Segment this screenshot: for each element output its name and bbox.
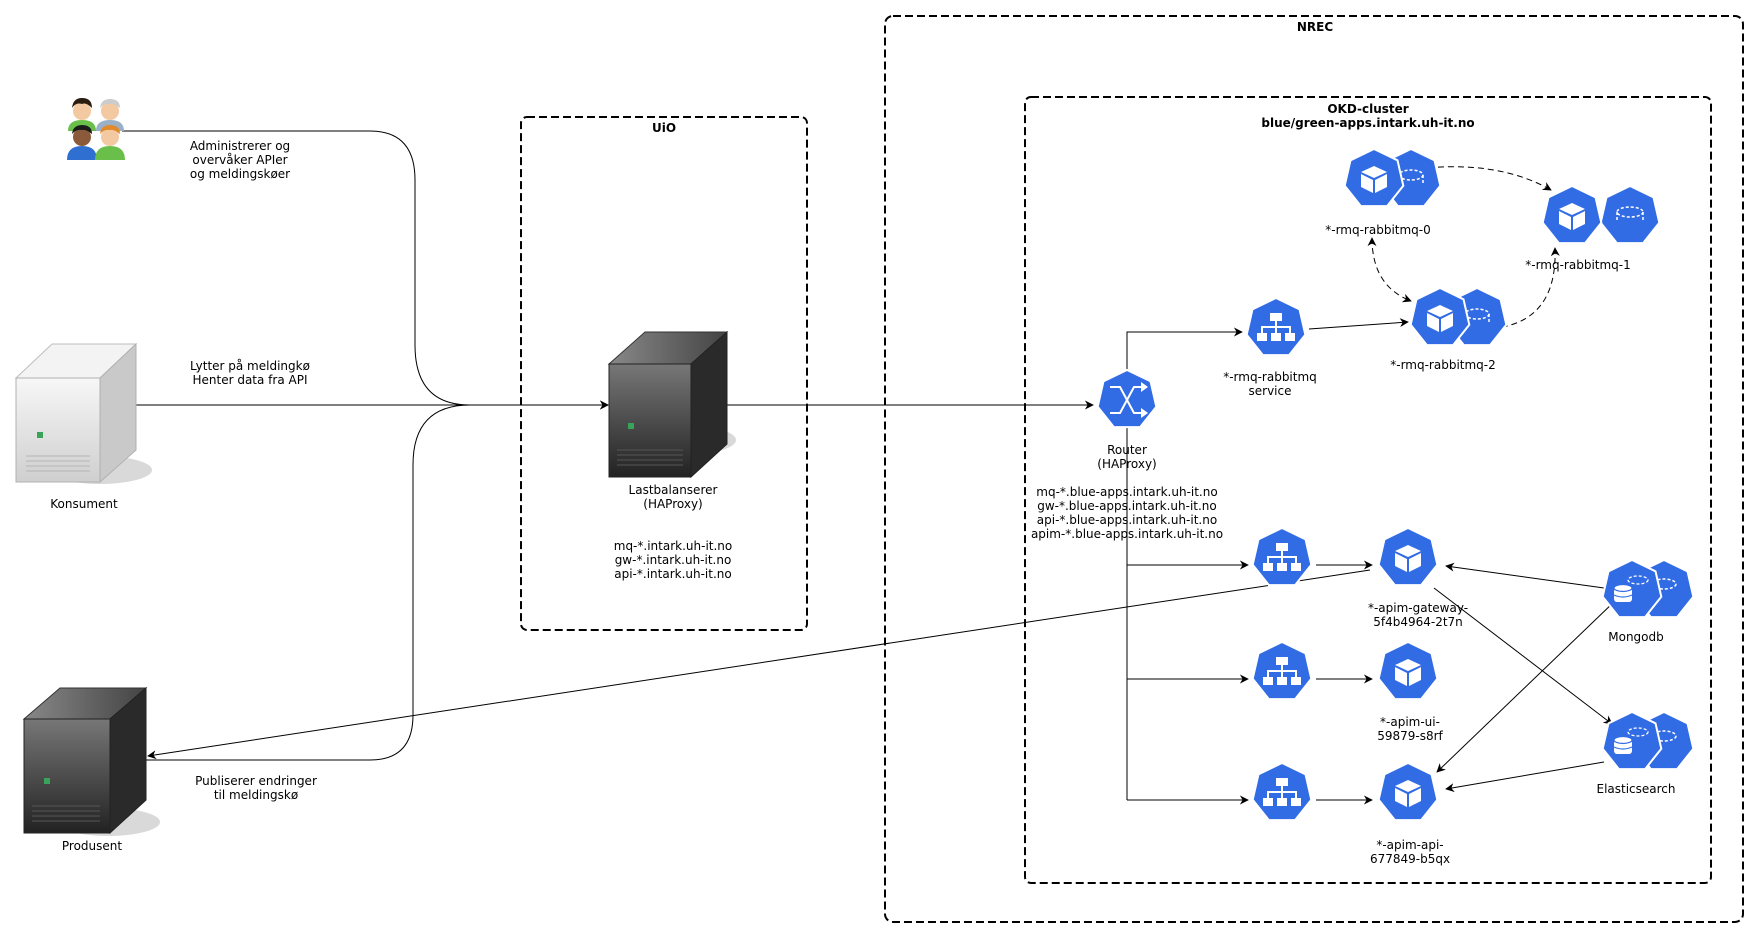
rabbit1-pod-icon [1541,184,1661,245]
okd-cluster-domain: blue/green-apps.intark.uh-it.no [1261,116,1474,130]
api-pod-icon [1377,761,1439,822]
edge-rmq-service-to-rabbit2 [1308,318,1409,330]
edge-users-to-lb [122,130,609,410]
mongodb-label: Mongodb [1608,630,1664,644]
rabbit0-label: *-rmq-rabbitmq-0 [1325,223,1431,237]
produsent-note-line-2: til meldingskø [214,788,298,802]
router-host-2: gw-*.blue-apps.intark.uh-it.no [1037,499,1217,513]
router-host-1: mq-*.blue-apps.intark.uh-it.no [1036,485,1217,499]
gateway-service-icon [1251,526,1313,587]
router-icon [1096,368,1158,429]
lb-label-line-2: (HAProxy) [643,497,702,511]
api-service-icon [1251,761,1313,822]
uio-boundary [520,116,808,631]
router-label-line-1: Router [1107,443,1147,457]
api-label-line-1: *-apim-api- [1376,838,1443,852]
ui-service-icon [1251,640,1313,701]
produsent-label: Produsent [62,839,123,853]
edge-elasticsearch-to-api [1445,761,1605,793]
gateway-pod-icon [1377,526,1439,587]
uio-title: UiO [652,121,676,135]
api-label-line-2: 677849-b5qx [1370,852,1450,866]
lb-label-line-1: Lastbalanserer [629,483,718,497]
edge-gateway-to-produsent [147,569,1371,760]
elasticsearch-database-icon [1601,710,1695,771]
rabbit2-label: *-rmq-rabbitmq-2 [1390,358,1496,372]
users-note-line-2: overvåker APIer [192,153,287,167]
elasticsearch-label: Elasticsearch [1596,782,1675,796]
konsument-note-line-2: Henter data fra API [192,373,307,387]
ui-pod-icon [1377,640,1439,701]
nrec-boundary [884,15,1744,923]
nrec-title: NREC [1297,20,1333,34]
edge-produsent-to-lb [146,404,471,761]
rmq-service-label-line-1: *-rmq-rabbitmq [1223,370,1317,384]
lb-host-1: mq-*.intark.uh-it.no [614,539,733,553]
ui-label-line-1: *-apim-ui- [1380,715,1440,729]
okd-cluster-boundary [1024,96,1712,884]
users-icon [67,98,125,160]
rmq-service-icon [1245,296,1307,357]
edge-rabbit0-rabbit1 [1407,164,1552,191]
loadbalancer-server-icon [607,330,736,479]
rmq-service-label-line-2: service [1249,384,1292,398]
users-note-line-1: Administrerer og [190,139,290,153]
router-host-3: api-*.blue-apps.intark.uh-it.no [1037,513,1217,527]
konsument-note-line-1: Lytter på meldingkø [190,359,310,373]
edge-mongodb-api [1436,599,1617,773]
lb-host-2: gw-*.intark.uh-it.no [615,553,732,567]
rabbit1-label: *-rmq-rabbitmq-1 [1525,258,1631,272]
ui-label-line-2: 59879-s8rf [1377,729,1443,743]
produsent-server-icon [22,686,160,836]
rabbit2-pod-icon [1409,286,1508,347]
konsument-server-icon [14,342,152,484]
lb-host-3: api-*.intark.uh-it.no [614,567,732,581]
konsument-label: Konsument [50,497,118,511]
produsent-note-line-1: Publiserer endringer [195,774,317,788]
router-label-line-2: (HAProxy) [1097,457,1156,471]
gateway-label-line-1: *-apim-gateway- [1368,601,1468,615]
rabbit0-pod-icon [1343,147,1442,208]
router-host-4: apim-*.blue-apps.intark.uh-it.no [1031,527,1223,541]
users-note-line-3: og meldingskøer [190,167,290,181]
edges [122,130,1617,805]
edge-rabbit0-rabbit2 [1367,237,1412,303]
gateway-label-line-2: 5f4b4964-2t7n [1373,615,1463,629]
mongodb-database-icon [1601,558,1695,619]
okd-cluster-title: OKD-cluster [1327,102,1408,116]
edge-mongodb-to-gateway [1445,562,1605,589]
